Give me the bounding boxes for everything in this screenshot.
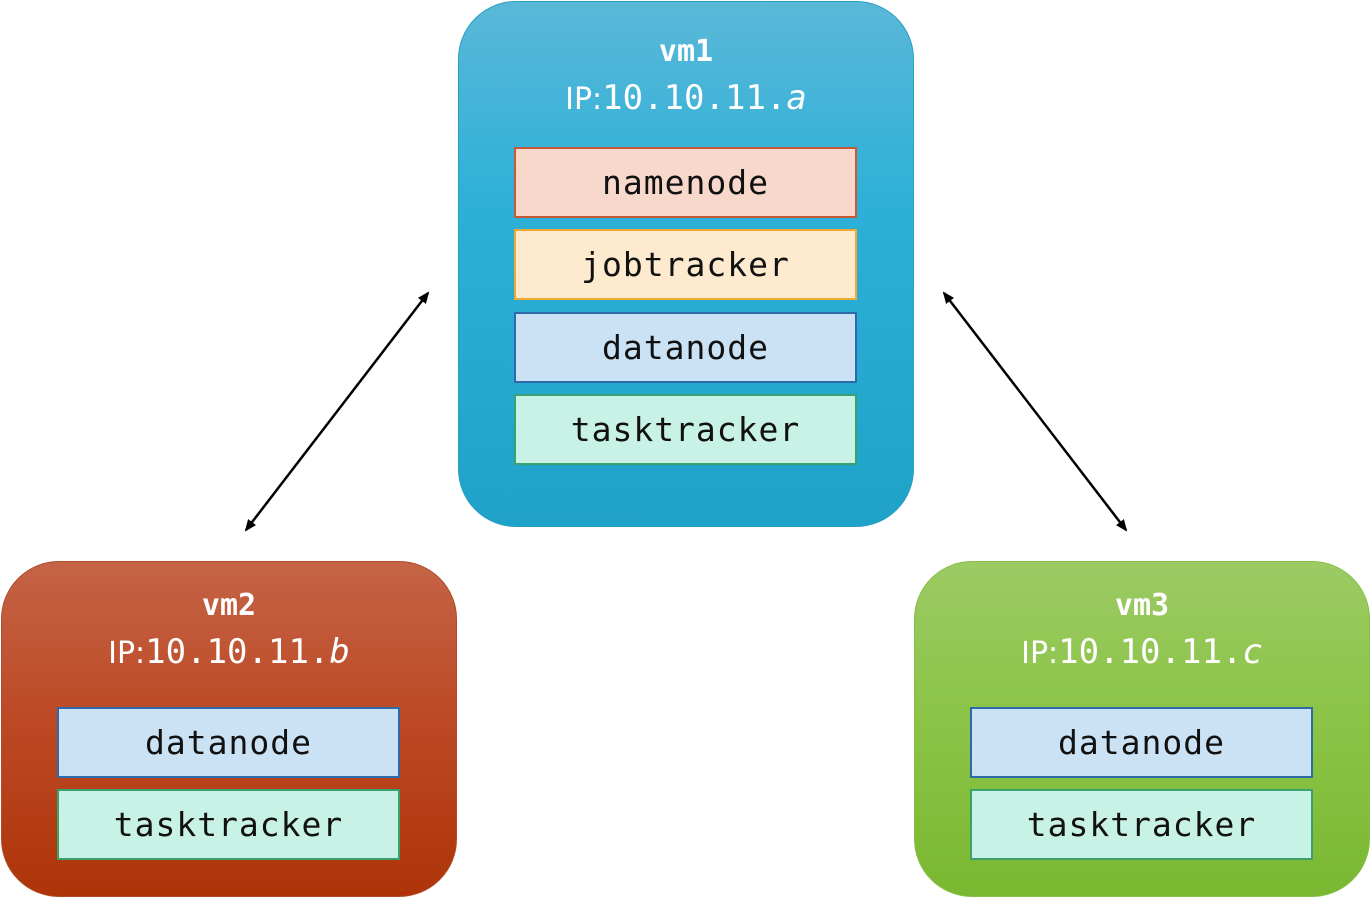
vm2-ip-label: IP: [108, 636, 146, 671]
vm1-ip-suffix: a [786, 78, 807, 118]
vm2-title: vm2 [201, 588, 257, 623]
vm2-service-tasktracker: tasktracker [57, 789, 400, 860]
vm3-service-tasktracker: tasktracker [970, 789, 1313, 860]
vm2-ip-suffix: b [329, 632, 350, 672]
vm2-node: vm2 IP:10.10.11.b datanode tasktracker [1, 561, 457, 897]
vm1-node: vm1 IP:10.10.11.a namenode jobtracker da… [458, 1, 914, 527]
vm3-ip-prefix: 10.10.11. [1058, 632, 1243, 672]
vm2-service-datanode: datanode [57, 707, 400, 778]
vm3-ip: IP:10.10.11.c [915, 634, 1369, 672]
vm1-ip-prefix: 10.10.11. [602, 78, 787, 118]
vm3-node: vm3 IP:10.10.11.c datanode tasktracker [914, 561, 1370, 897]
vm1-title: vm1 [658, 34, 714, 69]
vm3-ip-suffix: c [1242, 632, 1263, 672]
vm1-ip: IP:10.10.11.a [459, 80, 913, 118]
vm1-ip-label: IP: [565, 82, 603, 117]
vm2-ip-prefix: 10.10.11. [145, 632, 330, 672]
vm3-title: vm3 [1114, 588, 1170, 623]
vm1-service-tasktracker: tasktracker [514, 394, 857, 465]
vm1-service-datanode: datanode [514, 312, 857, 383]
arrow-vm1-vm2 [244, 291, 430, 532]
arrow-vm1-vm3 [942, 291, 1128, 532]
vm1-service-namenode: namenode [514, 147, 857, 218]
vm1-service-jobtracker: jobtracker [514, 229, 857, 300]
vm2-ip: IP:10.10.11.b [2, 634, 456, 672]
vm3-service-datanode: datanode [970, 707, 1313, 778]
vm3-ip-label: IP: [1021, 636, 1059, 671]
